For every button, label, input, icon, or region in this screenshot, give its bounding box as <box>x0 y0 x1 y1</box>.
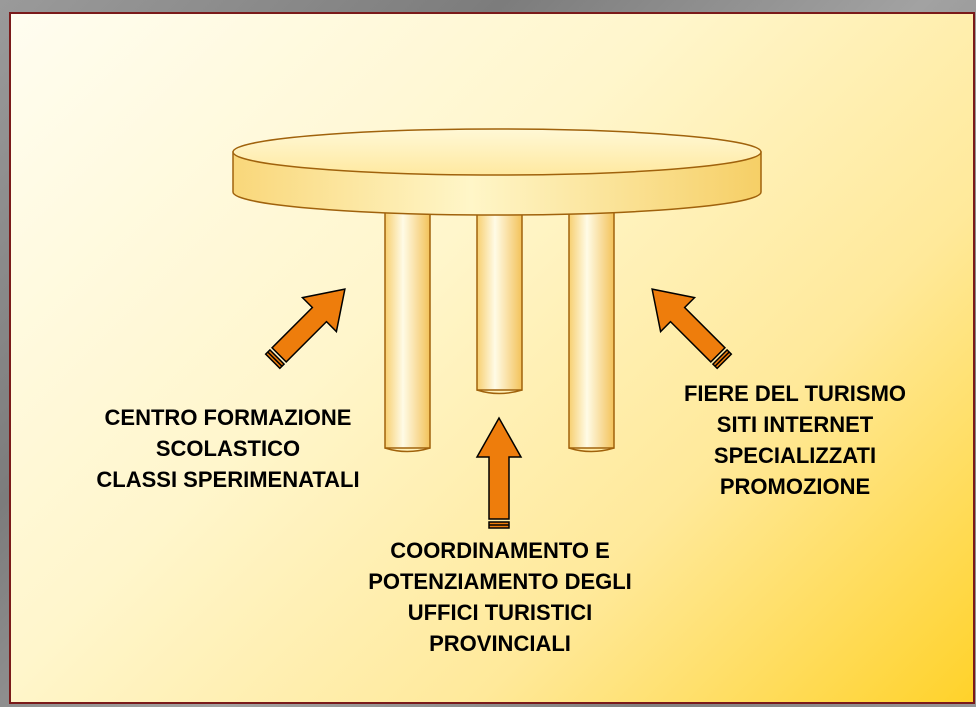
label-left-line: CLASSI SPERIMENATALI <box>96 467 360 492</box>
arrow-center <box>475 416 523 529</box>
table-leg-right <box>568 204 615 449</box>
arrow-left <box>264 288 346 370</box>
label-center-line: COORDINAMENTO E <box>390 538 610 563</box>
label-right: FIERE DEL TURISMO SITI INTERNET SPECIALI… <box>630 378 960 502</box>
label-left-line: SCOLASTICO <box>155 436 301 461</box>
table-leg-center-bottom <box>476 389 523 395</box>
label-left-line: CENTRO FORMAZIONE <box>104 405 352 430</box>
table-leg-left-bottom <box>384 447 431 453</box>
table-leg-left <box>384 204 431 449</box>
label-center-line: PROVINCIALI <box>429 631 571 656</box>
label-right-line: SITI INTERNET <box>716 412 874 437</box>
table-leg-right-bottom <box>568 447 615 453</box>
label-right-line: SPECIALIZZATI <box>713 443 877 468</box>
label-center-line: POTENZIAMENTO DEGLI <box>368 569 632 594</box>
label-right-line: PROMOZIONE <box>719 474 871 499</box>
table-leg-center <box>476 204 523 391</box>
arrow-right <box>651 288 733 370</box>
label-right-line: FIERE DEL TURISMO <box>683 381 907 406</box>
label-center-line: UFFICI TURISTICI <box>407 600 593 625</box>
label-center: COORDINAMENTO E POTENZIAMENTO DEGLI UFFI… <box>305 535 695 659</box>
table-top-surface <box>232 128 762 176</box>
label-left: CENTRO FORMAZIONE SCOLASTICO CLASSI SPER… <box>38 402 418 495</box>
